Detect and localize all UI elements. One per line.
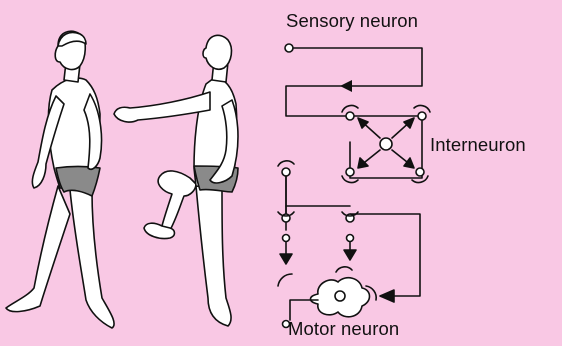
interneuron-label: Interneuron	[430, 136, 526, 155]
walking-man-figure	[6, 31, 114, 328]
motor-neuron-label: Motor neuron	[288, 320, 399, 339]
reflex-man-figure	[114, 35, 238, 326]
sensory-arrowhead	[340, 80, 352, 92]
sensory-neuron-label: Sensory neuron	[286, 12, 418, 31]
interneuron-cell	[380, 138, 392, 150]
reflex-circuit	[278, 44, 430, 328]
